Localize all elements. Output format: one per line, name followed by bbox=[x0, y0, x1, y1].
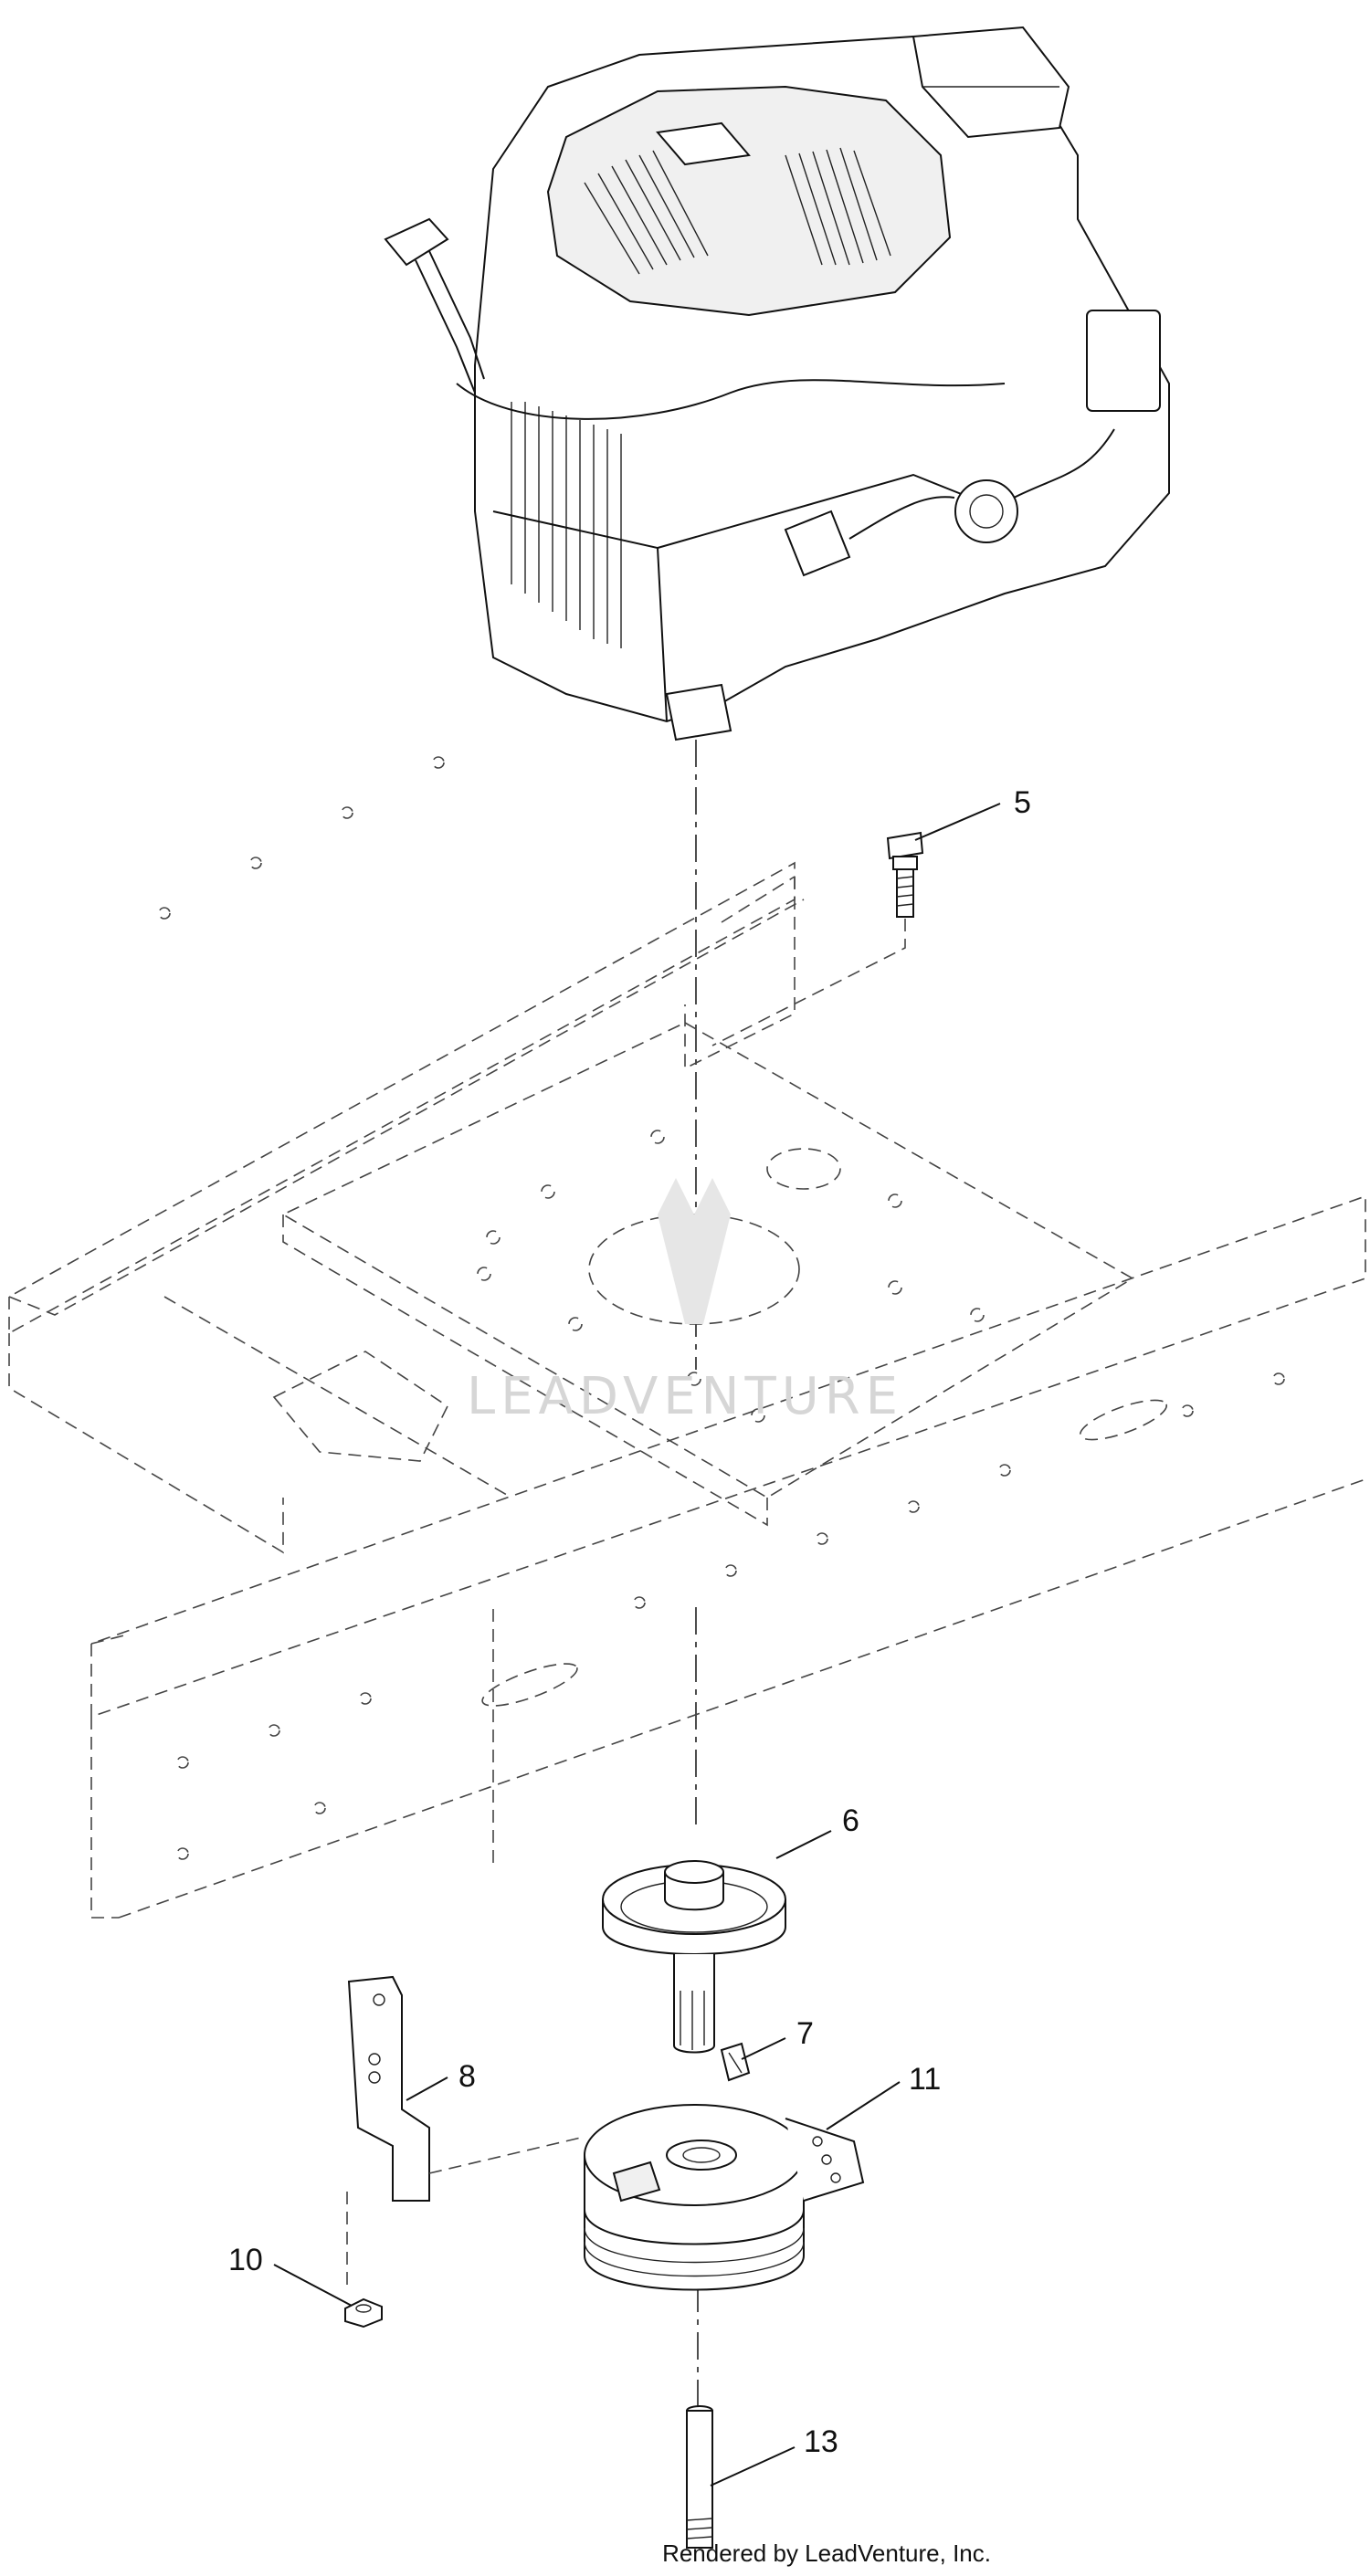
bolt-13 bbox=[686, 2405, 713, 2549]
callout-label-6: 6 bbox=[842, 1803, 859, 1838]
callout-6: 6 bbox=[775, 1803, 859, 1859]
clutch-11 bbox=[584, 2104, 865, 2291]
callout-label-11: 11 bbox=[909, 2062, 941, 2097]
callout-label-10: 10 bbox=[228, 2243, 263, 2277]
callout-8: 8 bbox=[406, 2059, 476, 2101]
frame bbox=[8, 756, 1366, 1919]
callout-label-5: 5 bbox=[1014, 785, 1031, 820]
callout-label-7: 7 bbox=[796, 2016, 814, 2051]
nut-10 bbox=[344, 2297, 383, 2329]
bolt-5 bbox=[711, 831, 924, 1046]
watermark-text: LEADVENTURE bbox=[467, 1367, 903, 1426]
callout-5: 5 bbox=[914, 785, 1031, 841]
callout-10: 10 bbox=[228, 2243, 353, 2307]
bracket-8 bbox=[346, 1975, 585, 2287]
watermark: LEADVENTURE bbox=[467, 1178, 903, 1426]
callout-label-8: 8 bbox=[458, 2059, 476, 2094]
key-7 bbox=[720, 2042, 751, 2082]
callout-11: 11 bbox=[826, 2062, 941, 2130]
pulley-6 bbox=[602, 1860, 786, 2054]
credit-text: Rendered by LeadVenture, Inc. bbox=[662, 2539, 991, 2567]
callout-label-13: 13 bbox=[804, 2424, 838, 2459]
callout-7: 7 bbox=[741, 2016, 814, 2060]
callout-13: 13 bbox=[710, 2424, 838, 2487]
engine bbox=[384, 26, 1170, 741]
